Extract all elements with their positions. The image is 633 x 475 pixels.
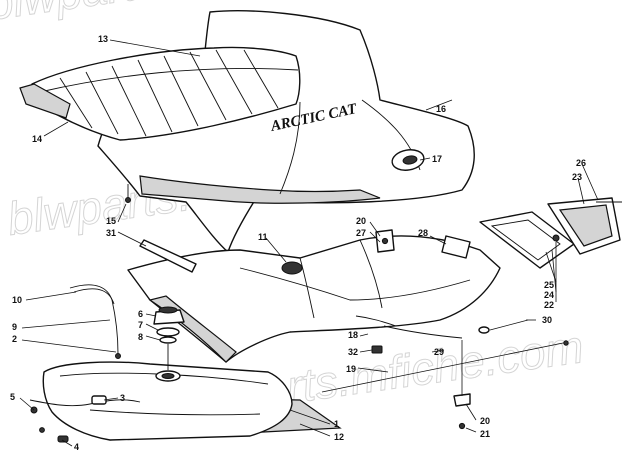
callout-6: 6 [138, 309, 143, 319]
callout-27: 27 [356, 228, 366, 238]
hood-assembly: ARCTIC CAT [19, 10, 475, 253]
taillight-lens-shading [558, 204, 613, 247]
linkage-rod [321, 341, 569, 393]
callout-8: 8 [138, 332, 143, 342]
linkage-assembly [321, 319, 569, 430]
seat-cushion-ribs [39, 49, 299, 137]
linkage-bolt [489, 319, 529, 331]
vent-hose-outer [73, 288, 115, 305]
tunnel-left-wall [299, 257, 315, 319]
callout-26: 26 [576, 158, 586, 168]
callout-31: 31 [106, 228, 116, 238]
fuel-tank-assembly [29, 284, 342, 443]
hood-pin-fastener [125, 184, 131, 203]
vent-hose [69, 284, 119, 355]
intake-vent [281, 261, 303, 275]
callout-19: 19 [346, 364, 356, 374]
fuel-line-elbow [39, 427, 45, 433]
taillight-nut [552, 234, 560, 242]
tunnel-right-wall [359, 239, 383, 309]
seat-cushion [31, 46, 301, 141]
fuel-cap-top [158, 306, 178, 314]
callout-leaders [19, 39, 599, 447]
filler-neck-opening [161, 373, 175, 379]
taillight-gasket-inner [490, 219, 561, 261]
linkage-rod-end [563, 340, 569, 346]
callout-25: 25 [544, 280, 554, 290]
fuel-line [29, 399, 141, 407]
callout-14: 14 [32, 134, 42, 144]
callout-18: 18 [348, 330, 358, 340]
side-rail [139, 239, 197, 273]
callout-21: 21 [480, 429, 490, 439]
callout-29: 29 [434, 347, 444, 357]
throttle-cable [355, 315, 397, 327]
hood-skirt-shading [139, 175, 381, 204]
callout-32: 32 [348, 347, 358, 357]
callout-17: 17 [432, 154, 442, 164]
callout-10: 10 [12, 295, 22, 305]
callout-2: 2 [12, 334, 17, 344]
headlight-lens [402, 155, 418, 165]
fuel-gauge-sender [159, 336, 177, 344]
callout-20-lower: 20 [480, 416, 490, 426]
callout-1: 1 [334, 419, 339, 429]
callout-13: 13 [98, 34, 108, 44]
callout-20-upper: 20 [356, 216, 366, 226]
callout-12: 12 [334, 432, 344, 442]
linkage-clip [453, 393, 471, 407]
fuel-fitting [57, 435, 69, 443]
callout-23: 23 [572, 172, 582, 182]
fuel-filter [91, 395, 107, 405]
callout-11: 11 [258, 232, 268, 242]
callout-7: 7 [138, 320, 143, 330]
callout-5: 5 [10, 392, 15, 402]
mount-bracket-bolt [381, 237, 389, 245]
callout-4: 4 [74, 442, 79, 452]
callout-labels: 13 14 16 17 15 31 11 20 27 28 26 23 25 2… [10, 34, 586, 452]
cap-gasket [156, 327, 180, 337]
reinforcement-plate [441, 235, 471, 259]
callout-9: 9 [12, 322, 17, 332]
hood-center-contour [279, 101, 301, 195]
callout-16: 16 [436, 104, 446, 114]
callout-3: 3 [120, 393, 125, 403]
callout-24: 24 [544, 290, 554, 300]
vent-hose-clamp [115, 353, 121, 359]
callout-30: 30 [542, 315, 552, 325]
taillight-assembly [479, 197, 622, 269]
fuel-tank-lower-seam [89, 409, 261, 416]
hood-front-lip [19, 83, 71, 119]
linkage-nut [458, 422, 466, 430]
callout-22-upper: 22 [544, 300, 554, 310]
linkage-block [371, 345, 383, 354]
callout-15: 15 [106, 216, 116, 226]
fuel-tank [42, 361, 293, 441]
belly-pan-inner-contour [239, 267, 471, 301]
brake-cable [383, 325, 463, 339]
callout-28: 28 [418, 228, 428, 238]
linkage-washer [478, 326, 490, 334]
